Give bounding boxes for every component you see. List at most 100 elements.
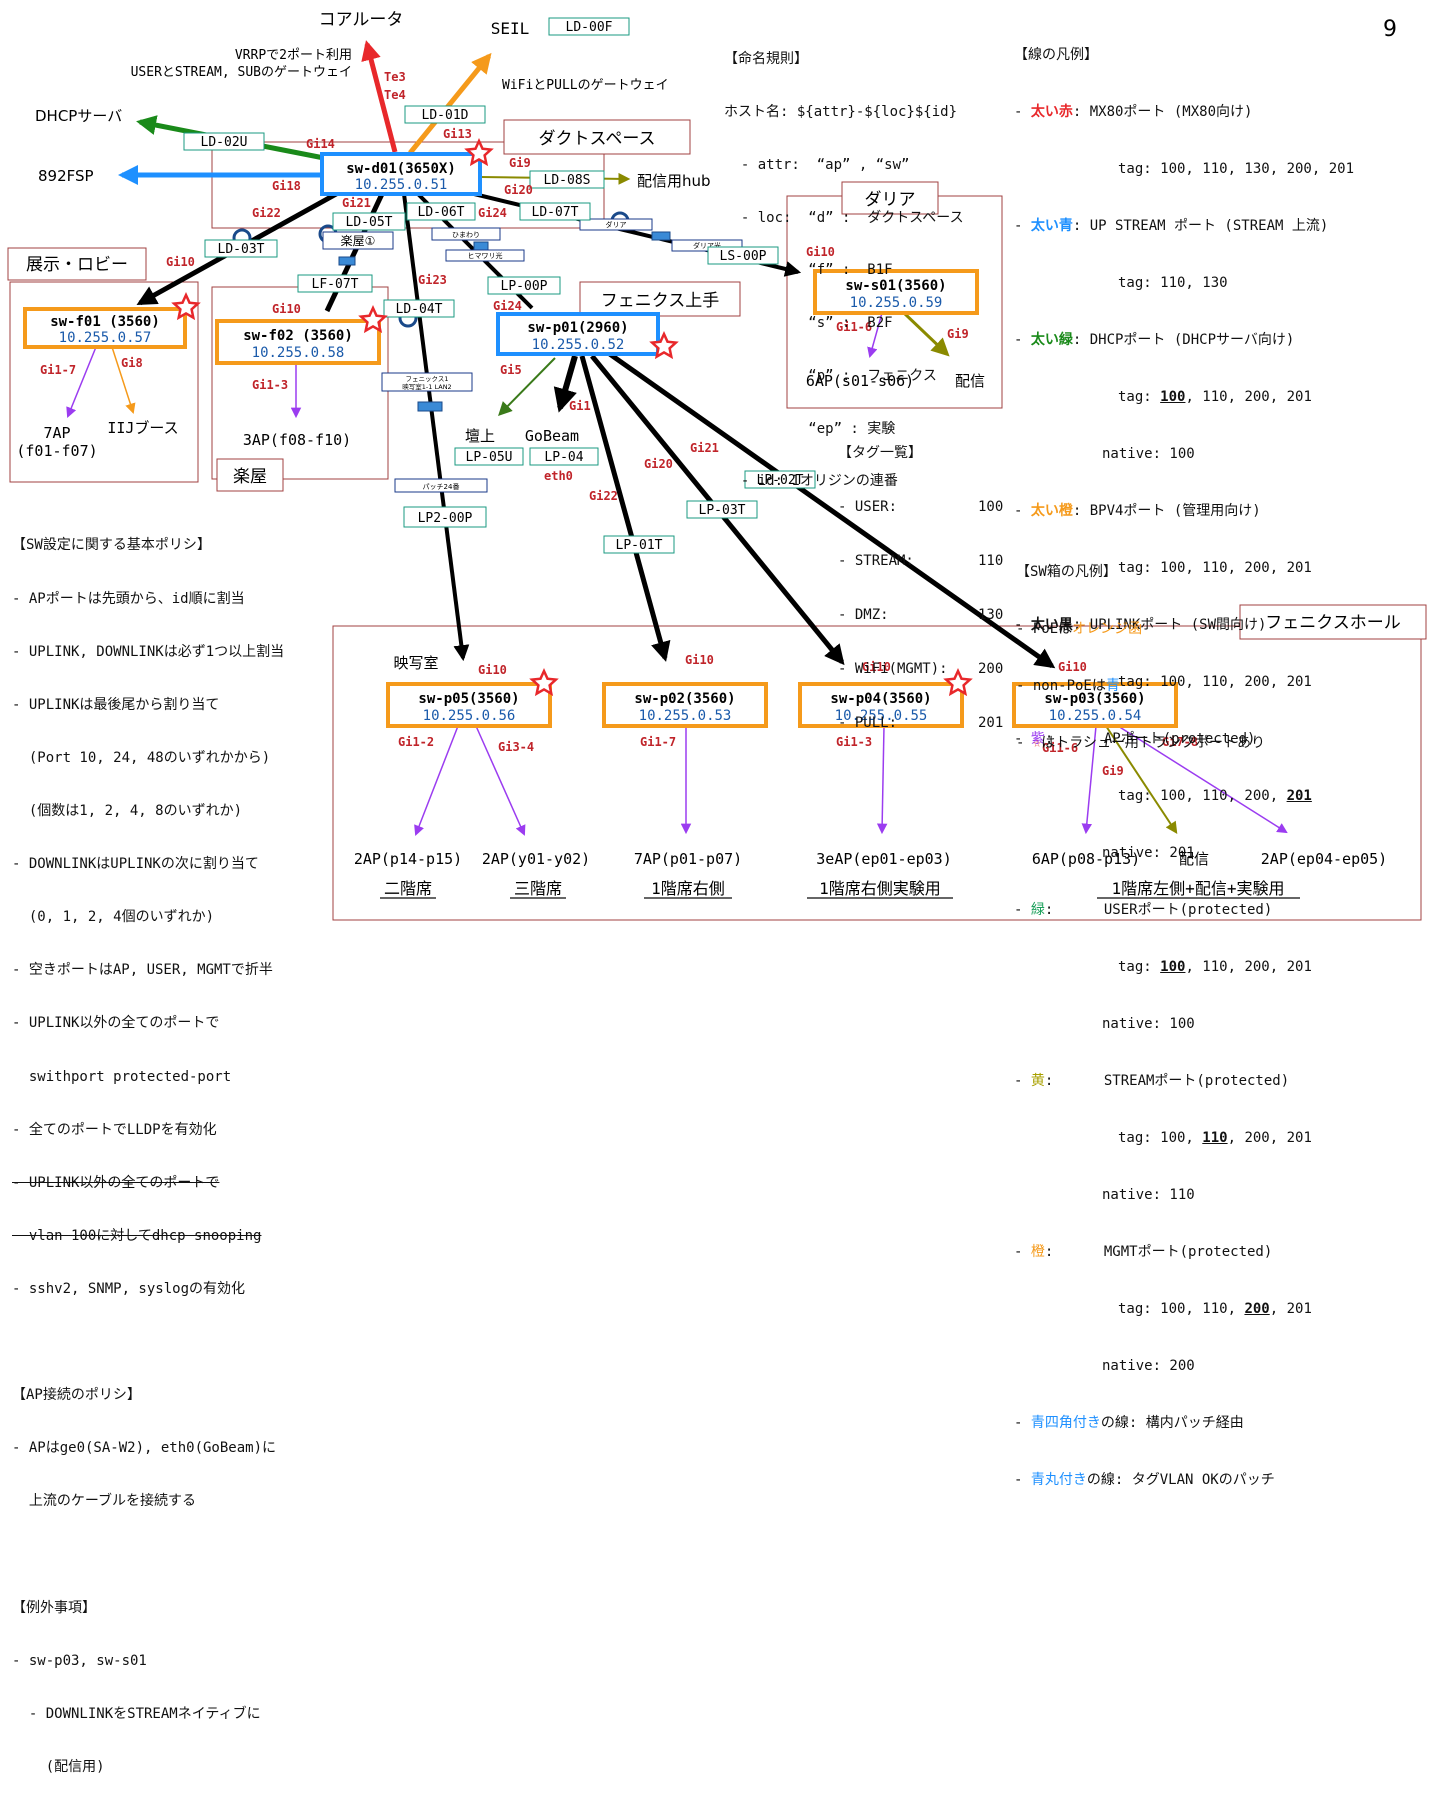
- ap-link: [66, 346, 97, 418]
- tag-row: - USER:100: [838, 499, 1004, 515]
- policy-notes: 【SW設定に関する基本ポリシ】 - APポートは先頭から、id順に割当 - UP…: [12, 537, 285, 1775]
- naming-rule-line: - loc: “d” : ダクトスペース: [724, 209, 964, 226]
- svg-text:sw-f01 (3560): sw-f01 (3560): [50, 314, 160, 330]
- port-label: Gi9: [947, 327, 969, 341]
- naming-rule-line: “s” : B2F: [724, 315, 893, 332]
- core-router-label: コアルータ: [319, 10, 404, 30]
- lobby-frame: [9, 281, 199, 483]
- trunk-star-icon: [464, 137, 494, 167]
- dest-label: 7AP: [43, 424, 70, 442]
- svg-text:10.255.0.59: 10.255.0.59: [850, 295, 943, 311]
- dest-label: 6AP(s01-s06): [806, 372, 914, 390]
- switch-sw-s01[interactable]: sw-s01(3560) 10.255.0.59: [813, 269, 979, 315]
- svg-text:展示・ロビー: 展示・ロビー: [26, 255, 128, 275]
- port-label: Gi10: [166, 255, 195, 269]
- patch-ld-03t: LD-03T: [204, 239, 278, 258]
- svg-text:フェニクス上手: フェニクス上手: [601, 291, 720, 311]
- switch-sw-p01[interactable]: sw-p01(2960) 10.255.0.52: [496, 312, 660, 356]
- patch-lf-07t: LF-07T: [297, 274, 373, 293]
- ap-link: [867, 312, 883, 359]
- stream-link: [902, 311, 950, 357]
- svg-text:sw-p03(3560): sw-p03(3560): [1044, 691, 1145, 707]
- link-te3-te4-red: [361, 40, 398, 153]
- svg-text:ヒマワリ光: ヒマワリ光: [468, 251, 503, 260]
- patch-lp2-00p: LP2-00P: [403, 506, 487, 528]
- port-label: Gi1-2: [398, 735, 434, 749]
- svg-text:sw-s01(3560): sw-s01(3560): [845, 278, 946, 294]
- svg-text:LD-03T: LD-03T: [218, 242, 265, 257]
- wifi-pull-note: WiFiとPULLのゲートウェイ: [502, 78, 669, 93]
- patch-lp-01t: LP-01T: [603, 535, 675, 554]
- trunk-star-icon: [358, 304, 388, 334]
- vrrp-note-2: USERとSTREAM, SUBのゲートウェイ: [131, 65, 352, 80]
- trunk-star-icon: [171, 291, 201, 321]
- port-label: Gi1-7: [40, 363, 76, 377]
- naming-rule-line: - id: 1オリジンの連番: [724, 473, 898, 490]
- naming-rule-line: “f” : B1F: [724, 262, 893, 279]
- switch-sw-d01[interactable]: sw-d01(3650X) 10.255.0.51: [320, 152, 482, 196]
- switch-sw-p02[interactable]: sw-p02(3560) 10.255.0.53: [602, 682, 768, 728]
- dest-label: 2AP(ep04-ep05): [1261, 850, 1387, 868]
- port-label: Gi10: [862, 660, 891, 674]
- tag-list: 【タグ一覧】 - USER:100 - STREAM:110 - DMZ:130…: [838, 408, 1004, 750]
- port-label: Gi10: [272, 302, 301, 316]
- port-label: eth0: [544, 469, 573, 483]
- patch-lp-03t: LP-03T: [686, 500, 758, 519]
- port-label: Gi21: [690, 441, 719, 455]
- svg-text:sw-d01(3650X): sw-d01(3650X): [346, 161, 456, 177]
- switch-sw-p05[interactable]: sw-p05(3560) 10.255.0.56: [386, 682, 552, 728]
- dest-label: 2AP(y01-y02): [482, 850, 590, 868]
- patch-ld-08s: LD-08S: [529, 170, 605, 189]
- switch-sw-p04[interactable]: sw-p04(3560) 10.255.0.55: [798, 682, 964, 728]
- small-tag-himawari-ko: ヒマワリ光: [445, 249, 525, 262]
- phoenix-hall-frame: [332, 625, 1422, 921]
- dest-label: 壇上: [465, 427, 495, 445]
- svg-text:sw-p05(3560): sw-p05(3560): [418, 691, 519, 707]
- haishin-hub-label: 配信用hub: [637, 172, 711, 190]
- area-label-gakuya: 楽屋: [216, 458, 284, 492]
- fsp-label: 892FSP: [38, 167, 94, 185]
- svg-text:10.255.0.52: 10.255.0.52: [532, 337, 625, 353]
- patch-square: [417, 401, 443, 412]
- patch-ld-02u: LD-02U: [183, 132, 265, 151]
- naming-rule-line: ホスト名: ${attr}-${loc}${id}: [724, 103, 958, 120]
- small-tag-patch24: パッチ24番: [394, 478, 488, 493]
- patch-square: [473, 241, 489, 251]
- switch-sw-f02[interactable]: sw-f02 (3560) 10.255.0.58: [215, 319, 381, 365]
- port-label: Gi22: [252, 206, 281, 220]
- tag-row: - PULL:201: [838, 715, 1004, 731]
- dest-label: 6AP(p08-p13): [1032, 850, 1140, 868]
- svg-text:sw-p02(3560): sw-p02(3560): [634, 691, 735, 707]
- link-p01-p03: [602, 347, 1056, 669]
- ap-link: [1117, 725, 1288, 834]
- link-d01-p05: [402, 193, 470, 662]
- port-label: Gi18: [272, 179, 301, 193]
- port-label: Gi20: [644, 457, 673, 471]
- naming-rule-line: “ep” : 実験: [724, 420, 896, 437]
- svg-text:フェニクスホール: フェニクスホール: [1265, 613, 1401, 633]
- patch-lp-05u: LP-05U: [454, 447, 524, 466]
- port-label: Gi10: [685, 653, 714, 667]
- svg-text:LD-04T: LD-04T: [396, 302, 443, 317]
- svg-text:LP-05U: LP-05U: [466, 450, 513, 465]
- switch-sw-p03[interactable]: sw-p03(3560) 10.255.0.54: [1012, 682, 1178, 728]
- svg-text:LS-00P: LS-00P: [720, 249, 767, 264]
- port-label: Gi20: [504, 183, 533, 197]
- patch-square: [338, 256, 356, 266]
- vrrp-note-1: VRRPで2ポート利用: [235, 48, 352, 63]
- ap-link: [475, 725, 526, 836]
- patch-ld-04t: LD-04T: [383, 299, 455, 318]
- patch-ld-06t: LD-06T: [406, 202, 476, 221]
- svg-text:LD-06T: LD-06T: [418, 205, 465, 220]
- small-tag-dahlia-a: ダリア: [579, 218, 653, 231]
- svg-text:10.255.0.51: 10.255.0.51: [355, 177, 448, 193]
- svg-text:ダリア: ダリア: [865, 190, 916, 210]
- port-label: Gi13: [443, 127, 472, 141]
- dhcp-server-label: DHCPサーバ: [35, 107, 122, 125]
- floor-label: 三階席: [514, 879, 562, 898]
- trunk-star-icon: [943, 667, 973, 697]
- tag-row: - STREAM:110: [838, 553, 1004, 569]
- patch-ld-01d: LD-01D: [404, 105, 486, 124]
- switch-sw-f01[interactable]: sw-f01 (3560) 10.255.0.57: [23, 307, 187, 349]
- dest-label: 3eAP(ep01-ep03): [816, 850, 951, 868]
